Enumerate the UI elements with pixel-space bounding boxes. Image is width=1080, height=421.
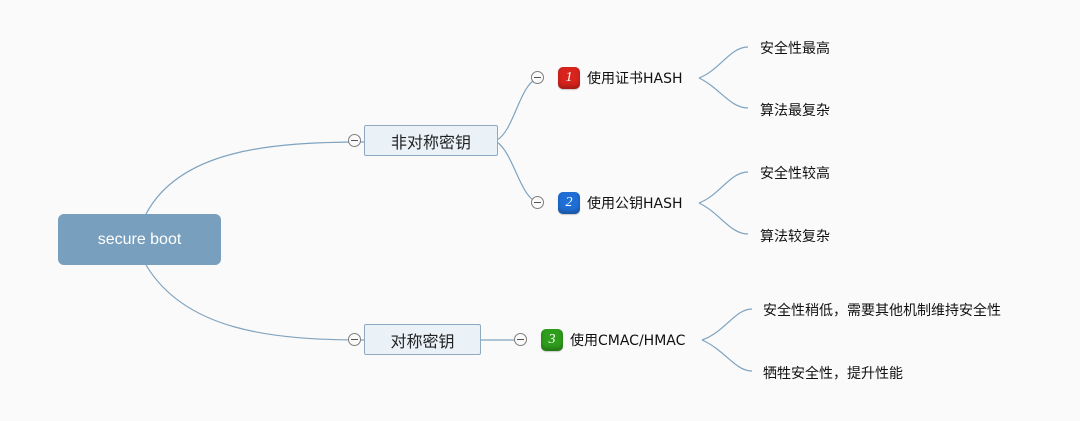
collapse-toggle-icon[interactable]	[348, 333, 361, 346]
subtopic-label: 使用证书HASH	[587, 71, 683, 87]
connector-asym-sub1	[496, 77, 541, 141]
branch-label: 非对称密钥	[390, 132, 471, 152]
subtopic-cmac-hmac[interactable]: 3 使用CMAC/HMAC	[541, 328, 685, 352]
connector-sub1-leaf1	[698, 46, 749, 79]
collapse-toggle-icon[interactable]	[514, 333, 527, 346]
branch-label: 对称密钥	[390, 331, 455, 351]
leaf-topic[interactable]: 安全性较高	[760, 166, 830, 182]
priority-1-icon: 1	[558, 67, 580, 89]
leaf-topic[interactable]: 牺牲安全性，提升性能	[763, 366, 903, 382]
branch-symmetric-key[interactable]: 对称密钥	[364, 324, 481, 355]
connector-root-asymmetric	[145, 141, 365, 215]
connector-asym-sub2	[496, 141, 541, 204]
collapse-toggle-icon[interactable]	[348, 134, 361, 147]
subtopic-certificate-hash[interactable]: 1 使用证书HASH	[558, 66, 683, 90]
collapse-toggle-icon[interactable]	[531, 196, 544, 209]
priority-3-icon: 3	[541, 329, 563, 351]
connector-sub1-leaf2	[698, 77, 749, 109]
connector-sub3-leaf1	[701, 308, 753, 341]
root-node[interactable]: secure boot	[58, 214, 221, 265]
leaf-topic[interactable]: 算法较复杂	[760, 229, 830, 245]
leaf-topic[interactable]: 算法最复杂	[760, 103, 830, 119]
subtopic-label: 使用CMAC/HMAC	[570, 333, 686, 349]
leaf-topic[interactable]: 安全性稍低，需要其他机制维持安全性	[763, 303, 1001, 319]
connector-sub3-leaf2	[701, 339, 753, 372]
leaf-topic[interactable]: 安全性最高	[760, 41, 830, 57]
branch-asymmetric-key[interactable]: 非对称密钥	[364, 125, 498, 156]
subtopic-label: 使用公钥HASH	[587, 196, 683, 212]
root-label: secure boot	[97, 230, 182, 248]
priority-2-icon: 2	[558, 192, 580, 214]
connector-sub2-leaf1	[698, 171, 749, 204]
connector-root-symmetric	[145, 264, 365, 341]
subtopic-public-key-hash[interactable]: 2 使用公钥HASH	[558, 191, 683, 215]
connector-sub2-leaf2	[698, 202, 749, 235]
collapse-toggle-icon[interactable]	[531, 71, 544, 84]
